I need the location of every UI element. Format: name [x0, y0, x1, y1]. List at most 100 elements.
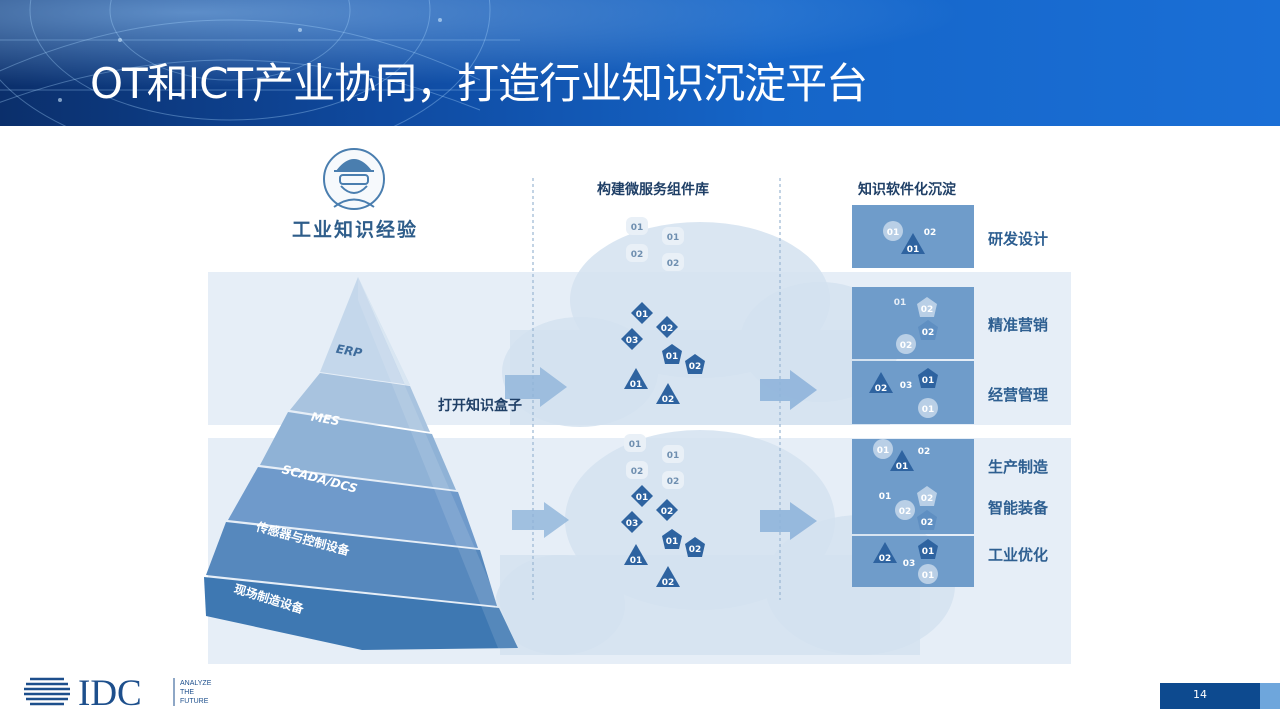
- component-badge: 01: [631, 302, 653, 324]
- badge-label: 01: [629, 440, 642, 450]
- component-badge: 01: [662, 227, 684, 245]
- badge-label: 02: [631, 250, 644, 260]
- badge-shape: [918, 398, 938, 418]
- component-badge: 03: [900, 381, 913, 391]
- badge-label: 03: [900, 381, 913, 391]
- badge-label: 01: [631, 223, 644, 233]
- badge-label: 02: [667, 259, 680, 269]
- badge-label: 02: [689, 545, 702, 555]
- badge-shape: [631, 302, 653, 324]
- component-badge: 02: [869, 372, 893, 394]
- badge-label: 02: [662, 395, 675, 405]
- badge-label: 02: [924, 228, 937, 238]
- component-badge: 02: [917, 486, 937, 506]
- badge-shape: [918, 564, 938, 584]
- upper-cloud: [502, 222, 900, 427]
- badge-label: 01: [922, 405, 935, 415]
- component-badge: 02: [656, 566, 680, 588]
- page-title: OT和ICT产业协同，打造行业知识沉淀平台: [90, 59, 868, 108]
- component-badge: 01: [894, 298, 907, 308]
- component-badge: 02: [873, 542, 897, 564]
- badge-shape: [621, 511, 643, 533]
- badge-shape: [917, 486, 937, 506]
- component-badge: 01: [918, 368, 938, 388]
- tagline-line-3: FUTURE: [180, 698, 209, 705]
- badge-label: 01: [896, 462, 909, 472]
- badge-label: 02: [879, 554, 892, 564]
- component-badge: 01: [624, 434, 646, 452]
- badge-label: 02: [662, 578, 675, 588]
- component-badge: 02: [656, 499, 678, 521]
- badge-shape: [895, 500, 915, 520]
- microservice-column-heading: 构建微服务组件库: [597, 182, 709, 198]
- header-banner: OT和ICT产业协同，打造行业知识沉淀平台: [0, 0, 1280, 126]
- component-badge: 02: [685, 354, 705, 374]
- component-badge: 03: [903, 559, 916, 569]
- module-box-production: [852, 439, 974, 534]
- badge-shape: [901, 233, 925, 254]
- component-badge: 02: [924, 228, 937, 238]
- badge-label: 02: [921, 494, 934, 504]
- globe-network-background: [0, 0, 1280, 126]
- component-badge: 02: [895, 500, 915, 520]
- badge-shape: [873, 542, 897, 563]
- badge-label: 02: [899, 507, 912, 517]
- knowledge-label: 工业知识经验: [292, 219, 419, 241]
- right-arrow-icon: [505, 367, 567, 407]
- badge-label: 02: [689, 362, 702, 372]
- badge-shape: [662, 253, 684, 271]
- right-arrow-icon: [512, 502, 569, 538]
- component-badge: 02: [656, 316, 678, 338]
- idc-globe-icon: IDC ANALYZE THE FUTURE: [24, 673, 212, 714]
- component-badge: 01: [631, 485, 653, 507]
- badge-shape: [873, 439, 893, 459]
- badge-label: 02: [661, 324, 674, 334]
- badge-shape: [624, 434, 646, 452]
- badge-label: 01: [636, 493, 649, 503]
- page-number-accent: [1260, 683, 1280, 709]
- badge-label: 02: [918, 447, 931, 457]
- badge-label: 01: [630, 556, 643, 566]
- component-badge: 01: [918, 398, 938, 418]
- badge-label: 02: [667, 477, 680, 487]
- badge-label: 03: [903, 559, 916, 569]
- domain-rd-design: 研发设计: [988, 230, 1049, 248]
- idc-wordmark: IDC: [78, 673, 142, 710]
- badge-shape: [685, 354, 705, 374]
- right-arrow-icon: [760, 502, 817, 540]
- badge-label: 02: [921, 305, 934, 315]
- badge-label: 02: [631, 467, 644, 477]
- module-box-optimization: [852, 536, 974, 587]
- badge-label: 01: [894, 298, 907, 308]
- page-number-box: 14: [1160, 683, 1280, 709]
- badge-shape: [890, 450, 914, 471]
- badge-shape: [662, 445, 684, 463]
- badge-shape: [624, 544, 648, 565]
- badge-shape: [685, 537, 705, 557]
- badge-shape: [917, 297, 937, 317]
- component-badge: 01: [662, 344, 682, 364]
- badge-shape: [656, 499, 678, 521]
- badge-label: 01: [922, 376, 935, 386]
- badge-label: 03: [626, 336, 639, 346]
- badge-shape: [656, 383, 680, 404]
- badge-shape: [869, 372, 893, 393]
- right-arrow-icon: [760, 370, 817, 410]
- component-badge: 02: [662, 253, 684, 271]
- component-badge: 01: [626, 217, 648, 235]
- badge-shape: [656, 316, 678, 338]
- component-badges: 01 02 01 02 01 02 03 01 02 01 02 01 02 01 02 01 02 03 01 02…: [621, 217, 938, 588]
- component-badge: 03: [621, 328, 643, 350]
- badge-label: 03: [626, 519, 639, 529]
- idc-logo: IDC ANALYZE THE FUTURE: [24, 672, 244, 714]
- badge-shape: [626, 461, 648, 479]
- component-badge: 02: [917, 297, 937, 317]
- component-badge: 01: [662, 445, 684, 463]
- badge-shape: [918, 368, 938, 388]
- component-badge: 01: [890, 450, 914, 472]
- badge-label: 02: [875, 384, 888, 394]
- tagline-line-2: THE: [180, 689, 194, 696]
- industrial-pyramid: [204, 277, 518, 650]
- badge-label: 02: [661, 507, 674, 517]
